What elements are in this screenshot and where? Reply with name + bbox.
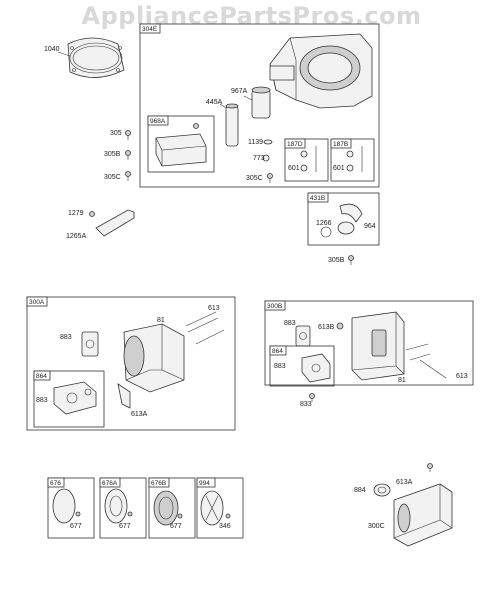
screw-305b-431[interactable] [348, 255, 354, 266]
label-677-c: 677 [170, 523, 182, 530]
screw-305[interactable] [125, 130, 131, 141]
group-968a-frame [147, 115, 215, 173]
group-994-frame [196, 477, 244, 539]
group-431b-label: 431B [310, 195, 325, 202]
group-187b-label: 187B [333, 141, 348, 148]
label-305c: 305C [104, 174, 121, 181]
part-445a[interactable] [225, 103, 239, 147]
screen-676b[interactable] [153, 490, 183, 526]
label-883-d: 883 [274, 363, 286, 370]
screw-613a-2[interactable] [427, 463, 433, 473]
group-676a-frame [99, 477, 147, 539]
bolt-613-b[interactable] [419, 359, 447, 379]
label-677-a: 677 [70, 523, 82, 530]
group-300a-label: 300A [29, 299, 45, 306]
adapter-864-a[interactable] [53, 381, 97, 415]
link-187b[interactable] [346, 146, 363, 172]
clamp-884[interactable] [373, 483, 391, 497]
group-994-label: 994 [199, 480, 210, 487]
group-864-a-frame [33, 370, 105, 428]
screw-305b[interactable] [125, 150, 131, 161]
part-773[interactable] [262, 154, 270, 162]
label-773: 773 [253, 155, 265, 162]
label-445a: 445A [206, 99, 223, 106]
elbow-431b[interactable] [320, 203, 363, 238]
label-613a: 613A [131, 411, 148, 418]
label-300c: 300C [368, 523, 385, 530]
group-864-b-frame [269, 345, 335, 387]
gasket-883-c[interactable] [295, 325, 311, 347]
label-613a-2: 613A [396, 479, 413, 486]
group-304e-label: 304E [142, 26, 158, 33]
air-filter-968a[interactable] [155, 123, 207, 167]
muffler-300b[interactable] [351, 311, 431, 381]
label-613b: 613B [318, 324, 335, 331]
screen-676a[interactable] [104, 488, 133, 524]
label-1265a: 1265A [66, 233, 87, 240]
label-305b: 305B [104, 151, 121, 158]
group-676b-frame [148, 477, 196, 539]
group-431b-frame [307, 192, 380, 246]
muffler-300c[interactable] [393, 483, 453, 547]
label-305b-431: 305B [328, 257, 345, 264]
screw-833[interactable] [309, 393, 315, 403]
label-883-b: 883 [36, 397, 48, 404]
label-613: 613 [208, 305, 220, 312]
group-864-b-label: 864 [272, 348, 283, 355]
label-81-b: 81 [398, 377, 406, 384]
group-300b-frame [264, 300, 474, 386]
group-676-frame [47, 477, 95, 539]
link-187d[interactable] [300, 146, 317, 172]
screw-305c[interactable] [125, 171, 131, 182]
adapter-864-b[interactable] [301, 353, 331, 383]
group-676a-label: 676A [102, 480, 118, 487]
screen-676[interactable] [52, 488, 81, 524]
label-677-b: 677 [119, 523, 131, 530]
label-1139: 1139 [248, 139, 263, 146]
label-81: 81 [157, 317, 165, 324]
label-601a: 601 [288, 165, 300, 172]
part-1139[interactable] [263, 139, 273, 145]
filter-967a[interactable] [251, 86, 271, 119]
group-300a-frame [26, 296, 236, 431]
label-964: 964 [364, 223, 376, 230]
label-346: 346 [219, 523, 231, 530]
label-613-b: 613 [456, 373, 468, 380]
watermark: AppliancePartsPros.com [81, 2, 422, 30]
group-304e-frame [139, 23, 380, 188]
label-1279: 1279 [68, 210, 84, 217]
label-883-c: 883 [284, 320, 296, 327]
group-676-label: 676 [50, 480, 61, 487]
muffler-300a[interactable] [117, 323, 185, 409]
screw-305c-inner[interactable] [267, 173, 273, 184]
label-1266: 1266 [316, 220, 332, 227]
group-187d-label: 187D [287, 141, 303, 148]
label-1040: 1040 [44, 46, 60, 53]
label-601b: 601 [333, 165, 345, 172]
group-187b-frame [330, 138, 375, 182]
ring-1040[interactable] [67, 37, 125, 78]
label-883-a: 883 [60, 334, 72, 341]
bolt-613[interactable] [185, 311, 225, 345]
label-305c-inner: 305C [246, 175, 263, 182]
guard-994[interactable] [200, 490, 231, 526]
gasket-883-a[interactable] [81, 331, 99, 357]
screw-613b[interactable] [336, 322, 344, 330]
label-833: 833 [300, 401, 312, 408]
blower-housing[interactable] [269, 33, 373, 109]
group-968a-label: 968A [150, 118, 166, 125]
group-187d-frame [284, 138, 329, 182]
bracket-1265a[interactable] [89, 209, 135, 237]
label-305: 305 [110, 130, 122, 137]
label-967a: 967A [231, 88, 248, 95]
group-676b-label: 676B [151, 480, 166, 487]
label-884: 884 [354, 487, 366, 494]
group-300b-label: 300B [267, 303, 282, 310]
group-864-a-label: 864 [36, 373, 47, 380]
